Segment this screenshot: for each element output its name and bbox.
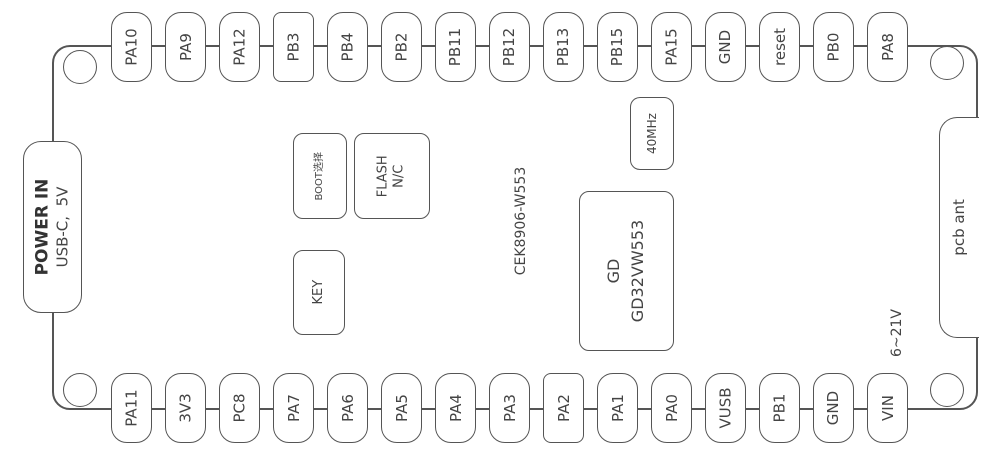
pin-pb4: PB4 (327, 12, 368, 82)
pin-label: PA3 (500, 394, 519, 422)
pin-label: PA6 (338, 394, 357, 422)
pin-label: PA0 (662, 394, 681, 422)
board-name: CEK8906-W553 (513, 166, 530, 276)
pin-pb3: PB3 (273, 12, 314, 82)
pin-vin: VIN (867, 373, 908, 443)
pin-label: VIN (878, 395, 897, 421)
pin-pb2: PB2 (381, 12, 422, 82)
power-in-subtitle: USB-C, 5V (53, 186, 72, 268)
pin-label: PC8 (230, 393, 249, 423)
pin-label: PB4 (338, 32, 357, 62)
pin-label: reset (770, 28, 789, 66)
pin-gnd: GND (813, 373, 854, 443)
flash-label: FLASH (375, 155, 391, 197)
boot-label: BOOT选择 (313, 151, 325, 201)
pin-label: PB0 (824, 32, 843, 62)
pin-label: PB12 (500, 27, 519, 67)
pcb-antenna: pcb ant (939, 117, 979, 338)
mounting-hole-bottom-left (63, 373, 97, 407)
key-button: KEY (293, 250, 345, 335)
pin-label: PB2 (392, 32, 411, 62)
pin-pc8: PC8 (219, 373, 260, 443)
pin-label: VUSB (716, 387, 735, 429)
chip-part: GD32VW553 (628, 219, 648, 323)
mounting-hole-top-right (930, 46, 964, 80)
pin-label: PB15 (608, 27, 627, 67)
pin-pb12: PB12 (489, 12, 530, 82)
pin-pb0: PB0 (813, 12, 854, 82)
mounting-hole-bottom-right (930, 373, 964, 407)
antenna-label: pcb ant (950, 199, 969, 256)
pin-label: 3V3 (176, 393, 195, 423)
power-in-title: POWER IN (32, 178, 53, 276)
pin-label: PA5 (392, 394, 411, 422)
pin-pa2: PA2 (543, 373, 584, 443)
power-in-connector: POWER IN USB-C, 5V (23, 141, 82, 313)
crystal-40mhz: 40MHz (630, 97, 674, 170)
pin-pa5: PA5 (381, 373, 422, 443)
pin-label: PB11 (446, 27, 465, 67)
pin-pa12: PA12 (219, 12, 260, 82)
pin-pa15: PA15 (651, 12, 692, 82)
pin-pa3: PA3 (489, 373, 530, 443)
pin-pa8: PA8 (867, 12, 908, 82)
pin-pa6: PA6 (327, 373, 368, 443)
pin-label: GND (824, 390, 843, 426)
pin-pa9: PA9 (165, 12, 206, 82)
pin-pa11: PA11 (111, 373, 152, 443)
pin-label: PA9 (176, 33, 195, 61)
flash-status: N/C (391, 164, 407, 188)
main-chip: GD GD32VW553 (579, 191, 674, 351)
pin-pa1: PA1 (597, 373, 638, 443)
pin-3v3: 3V3 (165, 373, 206, 443)
pin-label: GND (716, 29, 735, 65)
crystal-label: 40MHz (644, 113, 659, 154)
pin-pa0: PA0 (651, 373, 692, 443)
pin-gnd: GND (705, 12, 746, 82)
pin-label: PB3 (284, 32, 303, 62)
pin-pb11: PB11 (435, 12, 476, 82)
pin-label: PB1 (770, 393, 789, 423)
vin-range-label: 6~21V (889, 308, 906, 358)
pin-pa4: PA4 (435, 373, 476, 443)
pin-label: PA4 (446, 394, 465, 422)
pin-label: PA12 (230, 28, 249, 66)
pin-label: PA15 (662, 28, 681, 66)
pin-label: PA11 (122, 389, 141, 427)
key-label: KEY (310, 280, 326, 305)
pin-pb13: PB13 (543, 12, 584, 82)
flash-chip: FLASH N/C (354, 133, 430, 219)
pin-label: PB13 (554, 27, 573, 67)
pin-pa7: PA7 (273, 373, 314, 443)
boot-select-switch: BOOT选择 (293, 133, 347, 219)
pin-reset: reset (759, 12, 800, 82)
pin-label: PA7 (284, 394, 303, 422)
pin-pb15: PB15 (597, 12, 638, 82)
pin-pb1: PB1 (759, 373, 800, 443)
pin-vusb: VUSB (705, 373, 746, 443)
pin-label: PA2 (554, 394, 573, 422)
pin-label: PA1 (608, 394, 627, 422)
pin-pa10: PA10 (111, 12, 152, 82)
pin-label: PA8 (878, 33, 897, 61)
mounting-hole-top-left (63, 50, 97, 84)
pin-label: PA10 (122, 28, 141, 66)
chip-vendor: GD (604, 258, 624, 284)
